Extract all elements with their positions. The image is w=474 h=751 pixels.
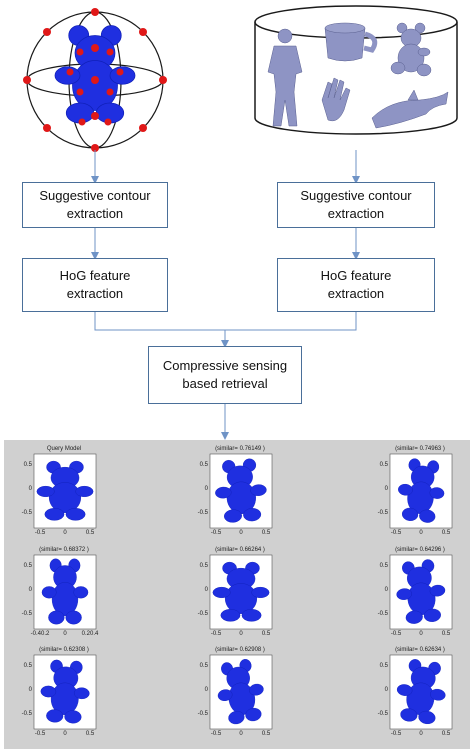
x-tick-label: 0 [419, 530, 423, 536]
x-tick-label: -0.5 [390, 631, 402, 637]
teddy-bear-viewpoint-sphere-icon [23, 8, 167, 152]
plot-title: (similar= 0.62308 ) [39, 647, 89, 653]
x-tick-label: -0.5 [34, 530, 46, 536]
plot-title: (similar= 0.68372 ) [39, 547, 89, 553]
x-tick-label: 0 [419, 631, 423, 637]
plot-title: (similar= 0.76149 ) [215, 446, 265, 452]
x-tick-label: 0.5 [261, 530, 271, 536]
plot-title: (similar= 0.74963 ) [395, 446, 445, 452]
retrieved-model-plot: (similar= 0.62308 ) 0.5 0 -0.5 -0.5 0 0.5 [18, 647, 102, 743]
x-tick-label: 0.5 [441, 731, 451, 737]
y-tick-label: 0 [28, 587, 32, 593]
retrieved-model-plot: (similar= 0.62634 ) 0.5 0 -0.5 -0.5 0 0.5 [374, 647, 458, 743]
y-tick-label: 0.5 [199, 563, 208, 569]
x-tick-label: 0 [63, 631, 67, 637]
y-tick-label: -0.5 [21, 510, 32, 516]
x-tick-label: -0.5 [210, 530, 222, 536]
plot-title: (similar= 0.64296 ) [395, 547, 445, 553]
plot-axes [209, 453, 273, 529]
plot-axes [389, 453, 453, 529]
y-tick-label: -0.5 [197, 711, 208, 717]
y-tick-label: 0 [204, 587, 208, 593]
x-tick-label: 0.5 [261, 631, 271, 637]
retrieved-model-plot: (similar= 0.68372 ) 0.5 0 -0.5 -0.40.2 0 0.20.… [18, 547, 102, 643]
y-tick-label: 0.5 [379, 462, 388, 468]
x-tick-label: 0 [419, 731, 423, 737]
y-tick-label: -0.5 [197, 611, 208, 617]
x-tick-label: 0.5 [85, 530, 95, 536]
x-tick-label: 0 [239, 631, 243, 637]
y-tick-label: 0.5 [379, 663, 388, 669]
y-tick-label: -0.5 [377, 510, 388, 516]
plot-axes [33, 554, 97, 630]
query-contour-extraction-box: Suggestive contour extraction [22, 182, 168, 228]
x-tick-label: -0.5 [390, 731, 402, 737]
x-tick-label: -0.5 [210, 631, 222, 637]
retrieved-model-plot: (similar= 0.66264 ) 0.5 0 -0.5 -0.5 0 0.5 [194, 547, 278, 643]
db-hog-extraction-box: HoG feature extraction [277, 258, 435, 312]
x-tick-label: 0 [239, 530, 243, 536]
plot-axes [33, 654, 97, 730]
query-hog-extraction-box: HoG feature extraction [22, 258, 168, 312]
y-tick-label: -0.5 [21, 711, 32, 717]
y-tick-label: 0.5 [23, 462, 32, 468]
y-tick-label: 0.5 [199, 462, 208, 468]
plot-title: Query Model [46, 446, 82, 452]
x-tick-label: 0 [63, 731, 67, 737]
plot-axes [389, 554, 453, 630]
model-database-cylinder-icon [254, 5, 458, 135]
x-tick-label: 0 [239, 731, 243, 737]
retrieved-model-plot: (similar= 0.62908 ) 0.5 0 -0.5 -0.5 0 0.5 [194, 647, 278, 743]
y-tick-label: 0.5 [23, 663, 32, 669]
x-tick-label: 0.5 [261, 731, 271, 737]
y-tick-label: 0 [384, 587, 388, 593]
y-tick-label: -0.5 [377, 711, 388, 717]
retrieved-model-plot: (similar= 0.76149 ) 0.5 0 -0.5 -0.5 0 0.5 [194, 446, 278, 542]
y-tick-label: 0 [384, 687, 388, 693]
x-tick-label: 0.5 [441, 530, 451, 536]
y-tick-label: 0.5 [199, 663, 208, 669]
x-tick-label: 0.20.4 [81, 631, 99, 637]
y-tick-label: 0 [28, 486, 32, 492]
y-tick-label: 0.5 [23, 563, 32, 569]
y-tick-label: 0 [384, 486, 388, 492]
plot-title: (similar= 0.66264 ) [215, 547, 265, 553]
x-tick-label: 0.5 [441, 631, 451, 637]
retrieved-model-plot: (similar= 0.64296 ) 0.5 0 -0.5 -0.5 0 0.5 [374, 547, 458, 643]
y-tick-label: 0 [204, 687, 208, 693]
retrieved-model-plot: (similar= 0.74963 ) 0.5 0 -0.5 -0.5 0 0.5 [374, 446, 458, 542]
x-tick-label: -0.40.2 [30, 631, 50, 637]
plot-title: (similar= 0.62908 ) [215, 647, 265, 653]
plot-axes [389, 654, 453, 730]
x-tick-label: -0.5 [34, 731, 46, 737]
query-model-plot: Query Model 0.5 0 -0.5 -0.5 0 0.5 [18, 446, 102, 542]
plot-axes [209, 554, 273, 630]
y-tick-label: -0.5 [377, 611, 388, 617]
db-contour-extraction-box: Suggestive contour extraction [277, 182, 435, 228]
plot-axes [209, 654, 273, 730]
plot-axes [33, 453, 97, 529]
y-tick-label: 0 [204, 486, 208, 492]
y-tick-label: 0 [28, 687, 32, 693]
plot-title: (similar= 0.62634 ) [395, 647, 445, 653]
x-tick-label: -0.5 [390, 530, 402, 536]
y-tick-label: -0.5 [21, 611, 32, 617]
x-tick-label: -0.5 [210, 731, 222, 737]
y-tick-label: 0.5 [379, 563, 388, 569]
compressive-sensing-retrieval-box: Compressive sensing based retrieval [148, 346, 302, 404]
x-tick-label: 0.5 [85, 731, 95, 737]
x-tick-label: 0 [63, 530, 67, 536]
y-tick-label: -0.5 [197, 510, 208, 516]
